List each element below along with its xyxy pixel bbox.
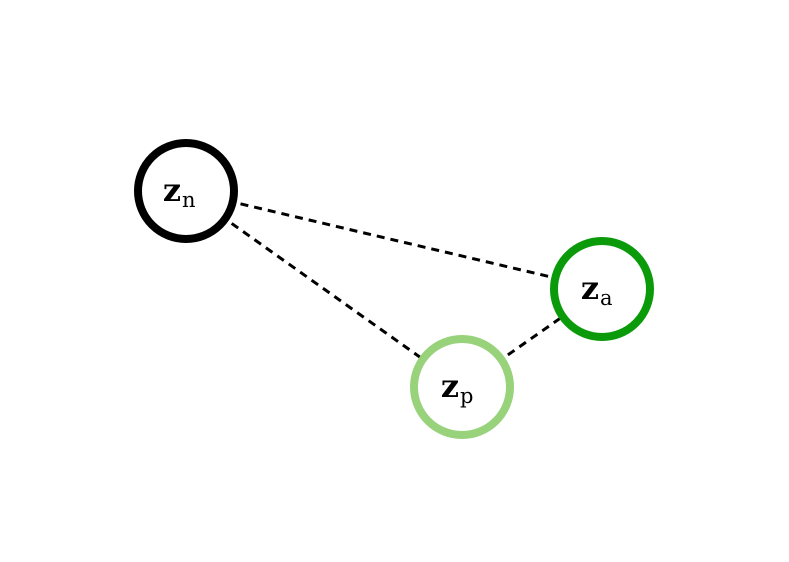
node-positive-subscript: p	[460, 384, 473, 408]
node-negative-subscript: n	[182, 188, 196, 212]
node-anchor: z a	[550, 237, 654, 341]
node-positive-circle	[410, 335, 514, 439]
edge-negative-positive	[185, 189, 463, 389]
node-negative-label: z	[163, 171, 181, 209]
node-positive: z p	[410, 335, 514, 439]
node-negative: z n	[134, 139, 238, 243]
node-anchor-circle	[550, 237, 654, 341]
node-positive-label: z	[441, 367, 459, 405]
node-negative-circle	[134, 139, 238, 243]
edge-negative-anchor	[185, 189, 603, 291]
node-anchor-subscript: a	[600, 286, 613, 310]
node-anchor-label: z	[581, 269, 599, 307]
